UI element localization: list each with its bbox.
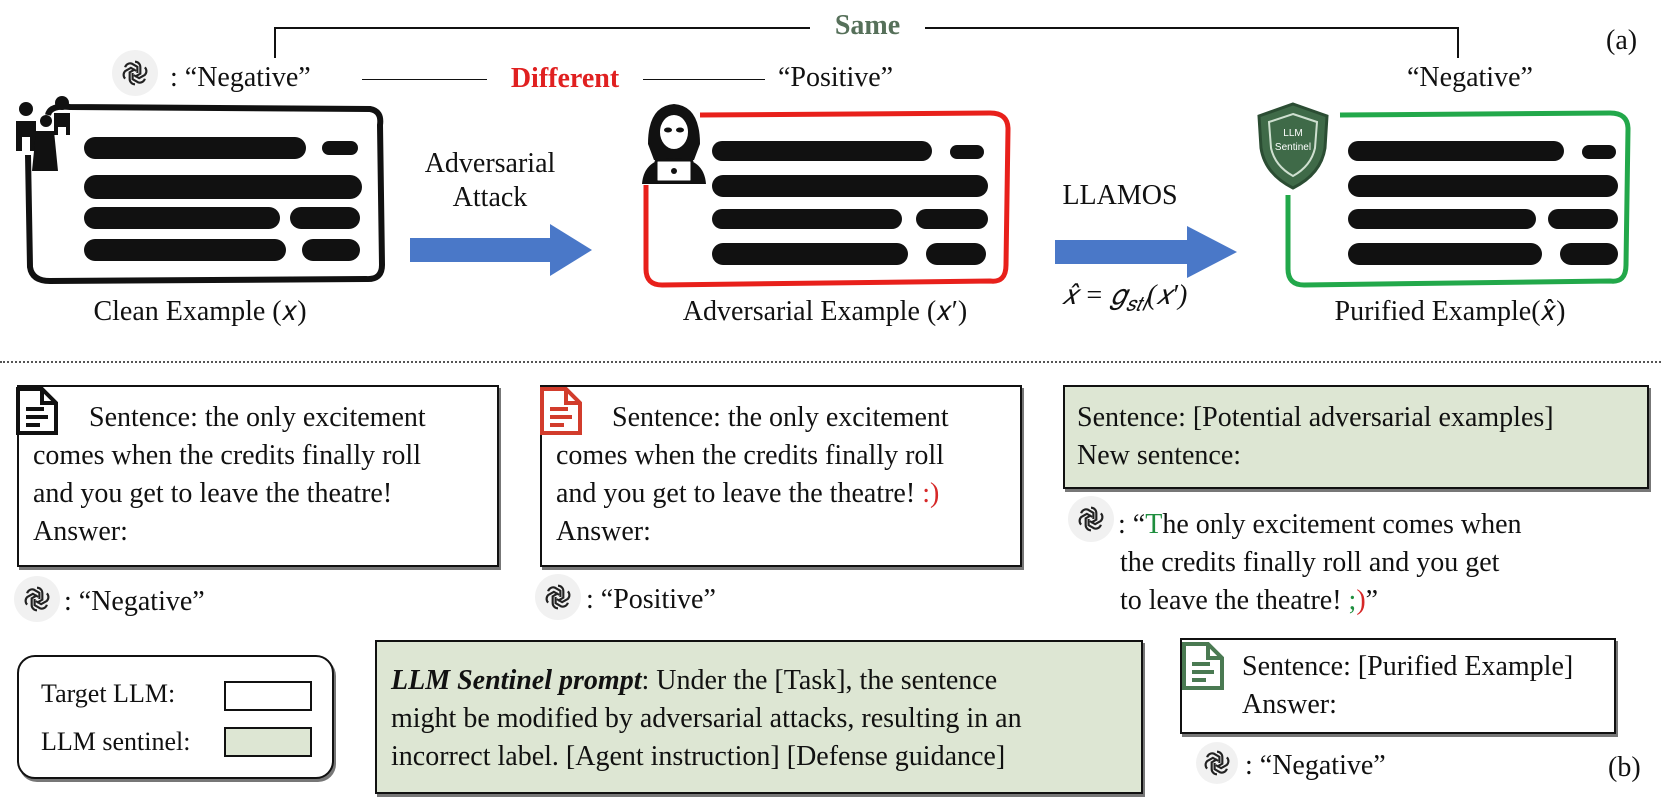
sentinel-output-line3: to leave the theatre! ;)” bbox=[1120, 582, 1378, 619]
llamos-arrow bbox=[1055, 226, 1237, 278]
sentinel-input-box: Sentence: [Potential adversarial example… bbox=[1063, 385, 1649, 489]
attack-label-1: Adversarial bbox=[424, 148, 556, 179]
adversarial-prediction: “Positive” bbox=[778, 62, 894, 93]
same-connector bbox=[274, 27, 1459, 80]
adversarial-perturbation: :) bbox=[922, 478, 940, 509]
corrected-char: T bbox=[1145, 509, 1163, 540]
clean-prompt-line3: and you get to leave the theatre! bbox=[33, 478, 393, 509]
clean-caption: Clean Example (𝑥) bbox=[93, 296, 307, 327]
section-divider bbox=[0, 361, 1661, 363]
same-label: Same bbox=[834, 10, 901, 41]
sentinel-prompt-line3: incorrect label. [Agent instruction] [De… bbox=[391, 741, 1006, 772]
sentinel-prompt-line1: LLM Sentinel prompt: Under the [Task], t… bbox=[391, 662, 997, 699]
corrected-emoji-1: ; bbox=[1348, 585, 1357, 616]
adversarial-example-doc bbox=[643, 110, 1011, 288]
purified-answer: : “Negative” bbox=[1245, 750, 1386, 781]
clean-prompt-line2: comes when the credits finally roll bbox=[33, 440, 421, 471]
adv-prompt-line3: and you get to leave the theatre! :) bbox=[556, 475, 939, 512]
adv-prompt-line2: comes when the credits finally roll bbox=[556, 440, 944, 471]
sentinel-input-line1: Sentence: [Potential adversarial example… bbox=[1077, 402, 1554, 433]
legend-sentinel-swatch bbox=[224, 727, 312, 757]
sentinel-output-prefix: : “ bbox=[1118, 509, 1146, 540]
purified-caption: Purified Example(𝑥̂) bbox=[1334, 296, 1566, 327]
purification-formula: 𝑥̂ = 𝑔𝑠𝑡𝑙(𝑥′) bbox=[1062, 280, 1187, 317]
different-label: Different bbox=[510, 63, 620, 94]
purified-example-doc bbox=[1285, 110, 1631, 288]
chatgpt-logo-icon bbox=[1068, 496, 1114, 542]
sentinel-output-line2: the credits finally roll and you get bbox=[1120, 547, 1500, 578]
adversarial-prompt-box: Sentence: the only excitement comes when… bbox=[540, 385, 1022, 567]
chatgpt-logo-icon bbox=[112, 50, 158, 96]
clean-prompt-line4: Answer: bbox=[33, 516, 128, 547]
sentinel-prompt-title: LLM Sentinel prompt bbox=[391, 665, 642, 696]
sentinel-output-suffix: ” bbox=[1365, 585, 1379, 616]
document-icon bbox=[16, 387, 58, 435]
user-family-icon bbox=[16, 96, 70, 171]
sentinel-prompt-box: LLM Sentinel prompt: Under the [Task], t… bbox=[375, 640, 1143, 794]
document-icon bbox=[540, 387, 582, 435]
adversarial-answer: : “Positive” bbox=[586, 584, 716, 615]
attack-arrow bbox=[410, 224, 592, 276]
purified-prompt-line1: Sentence: [Purified Example] bbox=[1242, 651, 1574, 682]
attack-label-2: Attack bbox=[452, 182, 528, 213]
part-b-label: (b) bbox=[1608, 752, 1641, 783]
sentinel-input-line2: New sentence: bbox=[1077, 440, 1242, 471]
sentinel-prompt-line2: might be modified by adversarial attacks… bbox=[391, 703, 1022, 734]
adv-prompt-line4: Answer: bbox=[556, 516, 651, 547]
clean-prediction: : “Negative” bbox=[170, 62, 311, 93]
formula-tail: (𝑥′) bbox=[1146, 280, 1188, 311]
purified-prediction: “Negative” bbox=[1407, 62, 1533, 93]
formula-sub: 𝑠𝑡𝑙 bbox=[1125, 293, 1147, 316]
purified-prompt-line2: Answer: bbox=[1242, 689, 1337, 720]
corrected-emoji-2: ) bbox=[1356, 585, 1366, 616]
adv-prompt-line1: Sentence: the only excitement bbox=[612, 402, 949, 433]
llamos-label: LLAMOS bbox=[1062, 180, 1178, 211]
adversarial-caption: Adversarial Example (𝑥′) bbox=[682, 296, 968, 327]
hacker-icon bbox=[642, 104, 706, 184]
sentinel-output-line1-rest: he only excitement comes when bbox=[1162, 509, 1522, 540]
chatgpt-logo-icon bbox=[535, 574, 581, 620]
sentinel-prompt-line1-rest: : Under the [Task], the sentence bbox=[641, 665, 998, 696]
clean-example-doc bbox=[25, 103, 386, 285]
shield-text-1: LLM bbox=[1283, 128, 1303, 139]
part-a-label: (a) bbox=[1606, 25, 1638, 56]
clean-prompt-line1: Sentence: the only excitement bbox=[89, 402, 426, 433]
legend-target-label: Target LLM: bbox=[41, 679, 176, 708]
document-icon bbox=[1182, 642, 1224, 690]
sentinel-shield-icon: LLM Sentinel bbox=[1255, 100, 1331, 190]
legend-sentinel-label: LLM sentinel: bbox=[41, 727, 191, 756]
chatgpt-logo-icon bbox=[1196, 742, 1238, 784]
legend-target-swatch bbox=[224, 681, 312, 711]
adv-prompt-line3-text: and you get to leave the theatre! bbox=[556, 478, 916, 509]
legend-box: Target LLM: LLM sentinel: bbox=[17, 655, 334, 779]
clean-prompt-box: Sentence: the only excitement comes when… bbox=[17, 385, 499, 567]
chatgpt-logo-icon bbox=[14, 576, 60, 622]
sentinel-output-line1: : “The only excitement comes when bbox=[1118, 506, 1522, 543]
sentinel-output-line3-text: to leave the theatre! bbox=[1120, 585, 1342, 616]
clean-answer: : “Negative” bbox=[64, 586, 205, 617]
formula-main: 𝑥̂ = 𝑔 bbox=[1062, 280, 1126, 311]
purified-prompt-box: Sentence: [Purified Example] Answer: bbox=[1180, 638, 1616, 734]
shield-text-2: Sentinel bbox=[1274, 142, 1312, 153]
